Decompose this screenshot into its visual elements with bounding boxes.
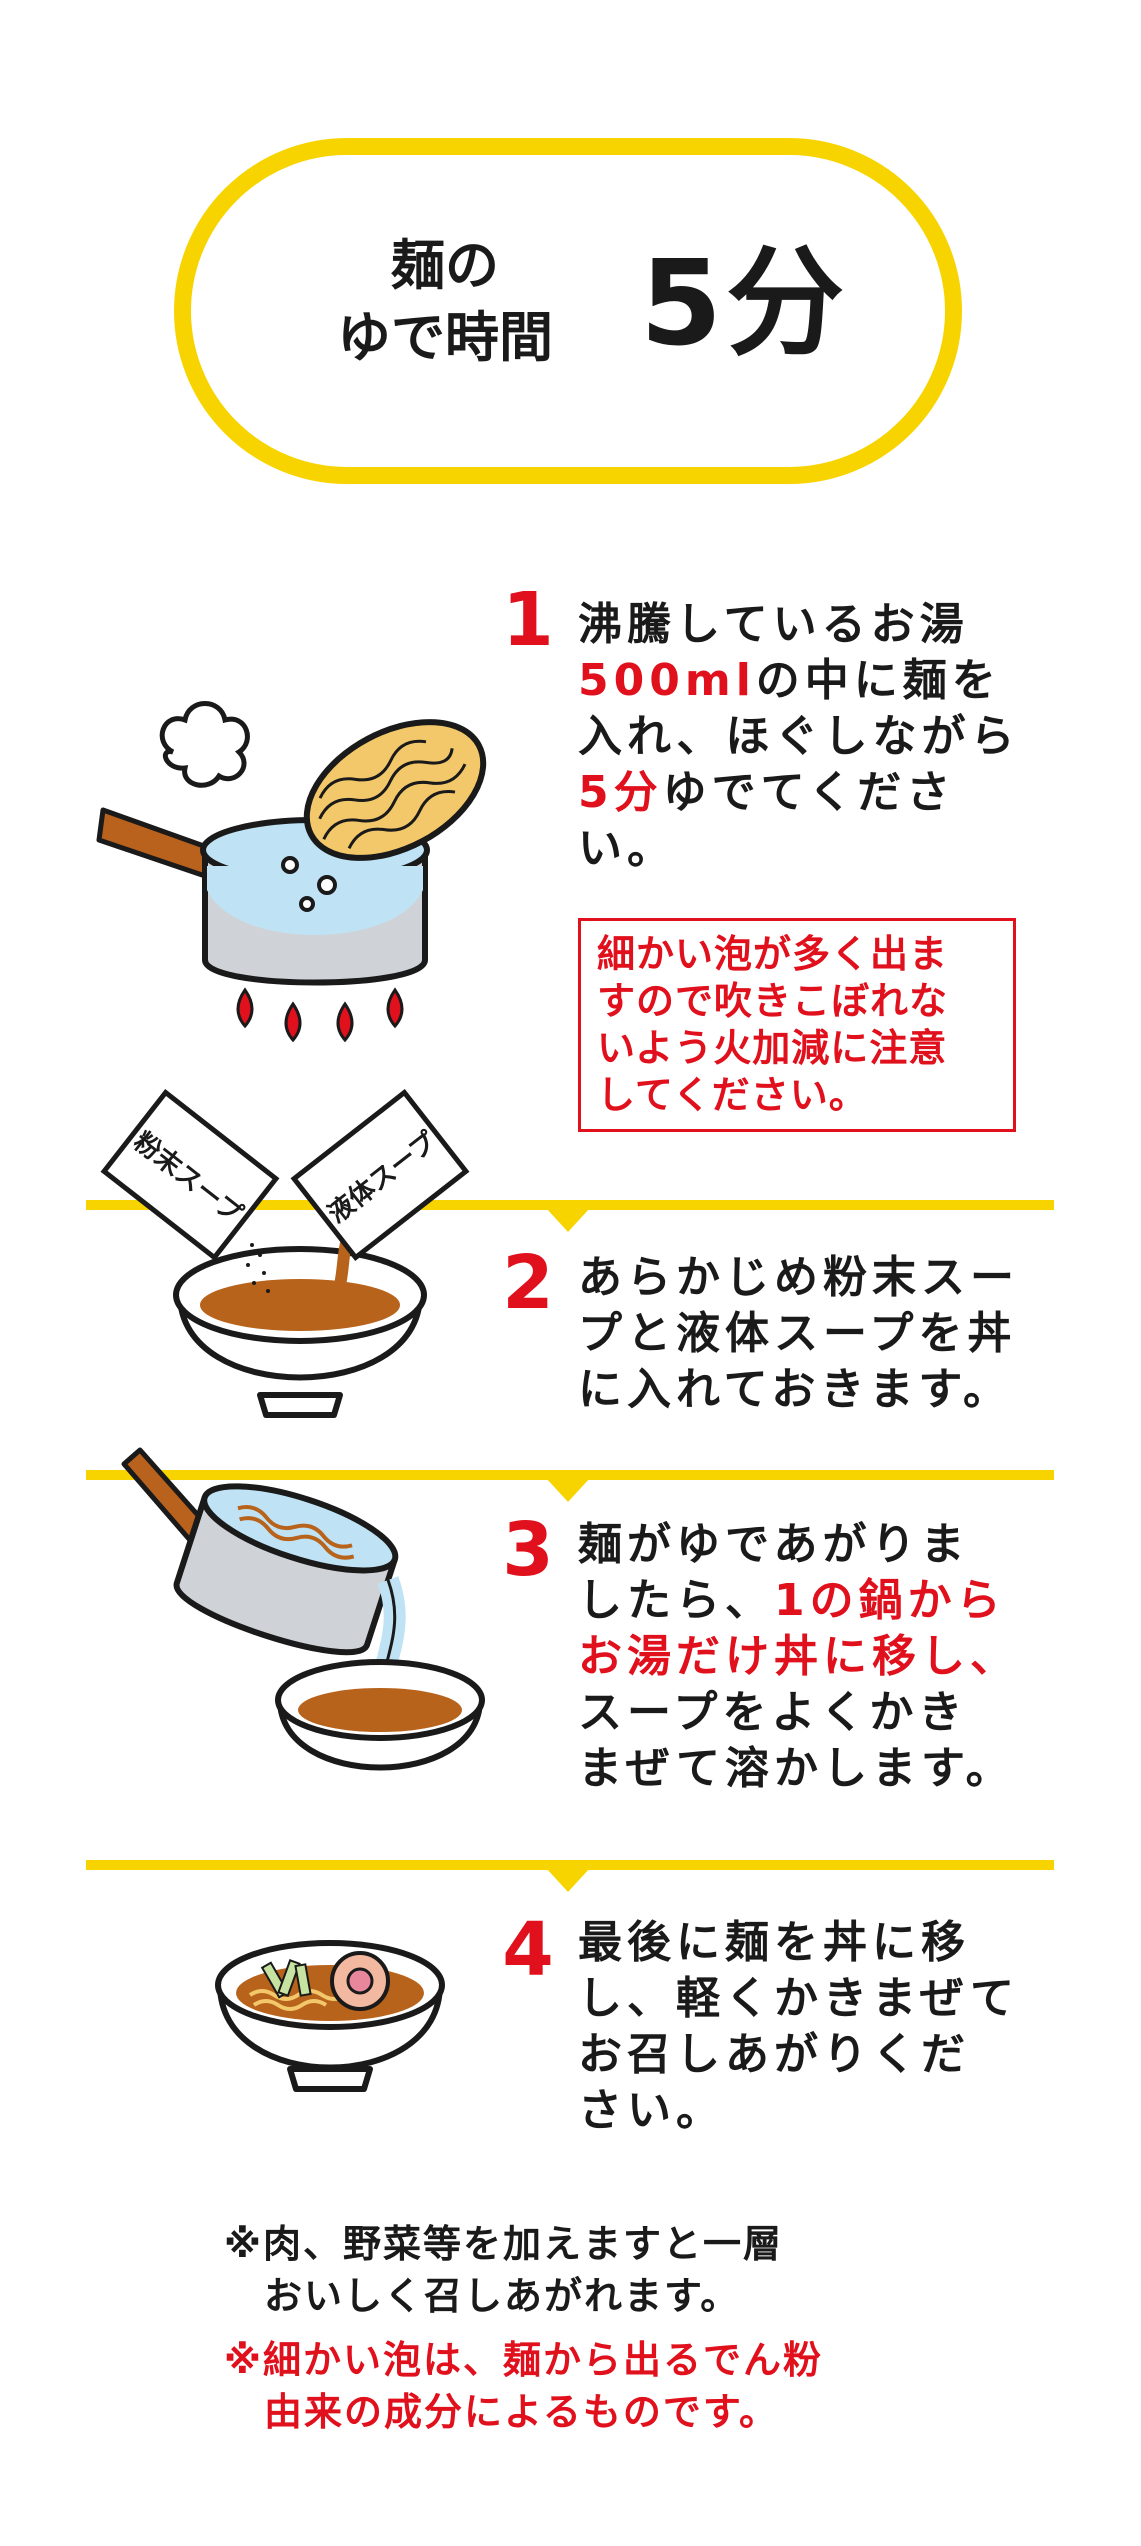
step-4-line: お召しあがりくだ (578, 2029, 970, 2080)
caution-line: すので吹きこぼれな (597, 979, 949, 1023)
step-4-line: し、軽くかきまぜて (578, 1973, 1019, 2024)
step-divider (86, 1200, 1054, 1210)
step-1-text: 沸騰しているお湯 500mlの中に麺を 入れ、ほぐしながら 5分ゆでてくださ い… (578, 597, 1019, 877)
footer-note-toppings: ※肉、野菜等を加えますと一層 おいしく召しあがれます。 (224, 2218, 783, 2322)
step-4-line: 最後に麺を丼に移 (578, 1917, 970, 1968)
step-3-line: したら、1の鍋から (578, 1575, 1006, 1626)
step-3-line: スープをよくかき (578, 1687, 968, 1738)
pour-water-illustration (121, 1447, 485, 1771)
step-2-line: あらかじめ粉末スー (578, 1252, 1019, 1303)
step-4-number: 4 (502, 1907, 554, 1993)
caution-line: してください。 (597, 1073, 868, 1117)
footer-note-foam: ※細かい泡は、麺から出るでん粉 由来の成分によるものです。 (224, 2334, 823, 2438)
step-3-line: お湯だけ丼に移し、 (578, 1631, 1019, 1682)
step-divider-notch (546, 1478, 590, 1502)
footer-note-line: 由来の成分によるものです。 (264, 2390, 780, 2434)
footer-note-line: おいしく召しあがれます。 (264, 2274, 741, 2318)
step-3-line: 麺がゆであがりま (578, 1519, 970, 1570)
cook-time-label: 麺の ゆで時間 (300, 230, 590, 374)
step-4-text: 最後に麺を丼に移 し、軽くかきまぜて お召しあがりくだ さい。 (578, 1915, 1019, 2139)
step-1-line: い。 (578, 823, 676, 874)
step-1-line: 500mlの中に麺を (578, 655, 1001, 706)
step-3-line: まぜて溶かします。 (578, 1743, 1015, 1794)
caution-line: 細かい泡が多く出ま (597, 932, 949, 976)
step-3-text: 麺がゆであがりま したら、1の鍋から お湯だけ丼に移し、 スープをよくかき まぜ… (578, 1517, 1019, 1797)
soup-bowl-packets-illustration: 粉末スープ 液体スープ (100, 1088, 470, 1418)
step-1-line: 沸騰しているお湯 (578, 599, 969, 650)
step-2-number: 2 (502, 1240, 554, 1326)
step-divider-notch (546, 1868, 590, 1892)
step-divider (86, 1860, 1054, 1870)
footer-note-line: ※細かい泡は、麺から出るでん粉 (224, 2338, 823, 2382)
step-divider (86, 1470, 1054, 1480)
step-1-line: 5分ゆでてくださ (578, 767, 956, 818)
ramen-bowl-illustration (215, 1940, 445, 2092)
step-4-line: さい。 (578, 2085, 725, 2136)
step-divider-notch (546, 1208, 590, 1232)
step-2-line: に入れておきます。 (578, 1364, 1012, 1415)
step-1-line: 入れ、ほぐしながら (578, 711, 1020, 762)
step-2-text: あらかじめ粉末スー プと液体スープを丼 に入れておきます。 (578, 1250, 1019, 1418)
step-2-line: プと液体スープを丼 (578, 1308, 1017, 1359)
step-1-number: 1 (502, 577, 554, 663)
pot-boiling-illustration (96, 701, 487, 1043)
cook-time-value: 5分 (640, 234, 849, 372)
cook-time-label-line2: ゆで時間 (337, 306, 553, 369)
caution-box: 細かい泡が多く出ま すので吹きこぼれな いよう火加減に注意 してください。 (578, 918, 1016, 1132)
step-3-number: 3 (502, 1507, 554, 1593)
footer-note-line: ※肉、野菜等を加えますと一層 (224, 2222, 783, 2266)
caution-line: いよう火加減に注意 (597, 1026, 948, 1070)
cook-time-label-line1: 麺の (391, 234, 499, 297)
